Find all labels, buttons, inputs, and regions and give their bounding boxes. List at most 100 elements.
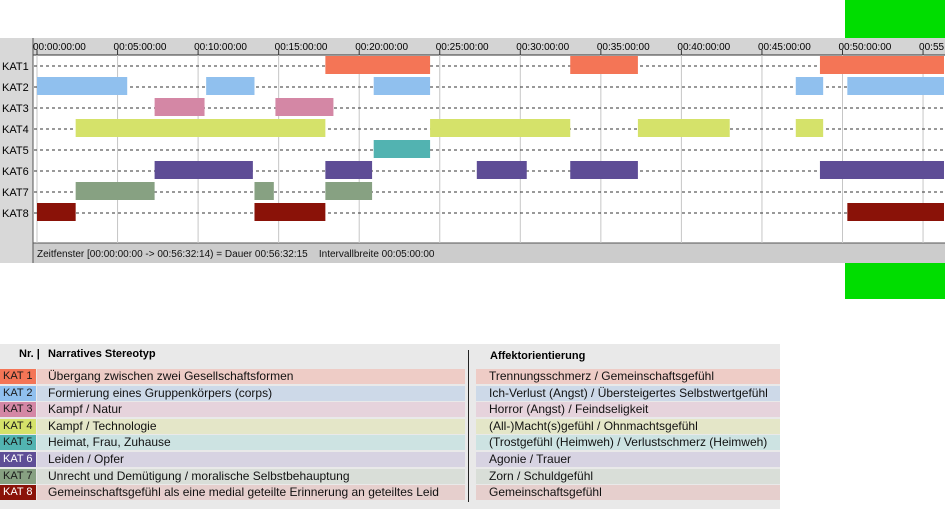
affect-text: Trennungsschmerz / Gemeinschaftsgefühl (489, 369, 714, 383)
time-tick-label: 00:05:00:00 (114, 42, 167, 53)
bar-kat6 (570, 161, 638, 179)
legend-row-tint (476, 418, 780, 434)
category-badge: KAT 2 (0, 385, 36, 401)
stereotype-text: Heimat, Frau, Zuhause (48, 435, 171, 450)
bar-kat2 (373, 77, 431, 95)
bar-kat3 (275, 98, 334, 116)
timeline-footer: Zeitfenster [00:00:00:00 -> 00:56:32:14)… (37, 249, 435, 260)
legend-row-tint (37, 452, 465, 467)
bar-kat6 (154, 161, 253, 179)
legend-row-tint (37, 418, 465, 434)
category-badge: KAT 8 (0, 485, 36, 501)
legend-row: KAT 8 Gemeinschaftsgefühl als eine medial… (0, 485, 780, 501)
green-marker-top (845, 0, 945, 38)
bar-kat2 (847, 77, 944, 95)
time-tick-label: 00:00:00:00 (33, 42, 86, 53)
legend-header-affect: Affektorientierung (490, 350, 586, 362)
category-badge: KAT 4 (0, 418, 36, 434)
affect-text: Gemeinschaftsgefühl (489, 485, 602, 500)
time-tick-label: 00:25:00:00 (436, 42, 489, 53)
bar-kat4 (637, 119, 730, 137)
category-badge: KAT 7 (0, 468, 36, 484)
legend-row-tint (37, 402, 465, 418)
bar-kat6 (819, 161, 944, 179)
legend-row-tint (37, 468, 465, 484)
category-badge: KAT 5 (0, 435, 36, 451)
legend-row-tint (476, 402, 780, 418)
ruler-band (33, 38, 945, 55)
legend-row-tint (476, 369, 780, 384)
bar-kat8 (847, 203, 944, 221)
affect-text: Zorn / Schuldgefühl (489, 468, 594, 483)
stereotype-text: Leiden / Opfer (48, 452, 125, 466)
time-tick-label: 00:10:00:00 (194, 42, 247, 53)
row-label: KAT4 (2, 124, 29, 136)
time-tick-label: 00:50:00:00 (839, 42, 892, 53)
legend-row-tint (476, 452, 780, 467)
legend-row-tint (37, 369, 465, 384)
time-ticks: 00:00:00:00 00:05:00:00 00:10:00:00 00:15:0… (33, 42, 945, 55)
bar-kat5 (373, 140, 431, 158)
plot-area (33, 55, 945, 243)
bar-kat8 (37, 203, 76, 221)
legend-row-tint (476, 468, 780, 484)
row-label: KAT1 (2, 61, 29, 73)
stereotype-text: Übergang zwischen zwei Gesellschaftsform… (48, 369, 294, 383)
bar-kat1 (819, 56, 944, 74)
bars (37, 56, 944, 221)
row-label: KAT2 (2, 82, 29, 94)
legend-row: KAT 7 Unrecht und Demütigung / moralische… (0, 468, 780, 485)
row-label: KAT3 (2, 103, 29, 115)
bar-kat8 (254, 203, 326, 221)
time-tick-label: 00:30:00:00 (516, 42, 569, 53)
bar-kat4 (430, 119, 571, 137)
stereotype-text: Kampf / Technologie (48, 418, 157, 433)
affect-text: Ich-Verlust (Angst) / Übersteigertes Sel… (489, 385, 768, 400)
stereotype-text: Unrecht und Demütigung / moralische Selb… (48, 468, 350, 483)
bar-kat2 (795, 77, 824, 95)
time-tick-label: 00:20:00:00 (355, 42, 408, 53)
bar-kat7 (75, 182, 155, 200)
legend-row-tint (476, 385, 780, 401)
legend-row: KAT 5 Heimat, Frau, Zuhause (Trostgefühl (… (0, 435, 780, 451)
stereotype-text: Gemeinschaftsgefühl als eine medial gete… (48, 485, 439, 500)
category-badge: KAT 6 (0, 452, 36, 467)
row-label: KAT7 (2, 187, 29, 199)
category-legend: Nr. | Narratives Stereotyp Affektorienti… (0, 344, 780, 509)
category-badge: KAT 3 (0, 402, 36, 418)
legend-row-tint (37, 435, 465, 451)
green-marker-bottom (845, 263, 945, 299)
legend-row: KAT 2 Formierung eines Gruppenkörpers (co… (0, 385, 780, 402)
affect-text: (Trostgefühl (Heimweh) / Verlustschmerz … (489, 435, 768, 450)
affect-text: Agonie / Trauer (489, 452, 572, 466)
legend-header-stereotype: Narratives Stereotyp (48, 348, 156, 360)
legend-row-tint (476, 435, 780, 451)
time-tick-label: 00:55 (919, 42, 944, 53)
time-tick-label: 00:45:00:00 (758, 42, 811, 53)
timeline-chart: 00:00:00:00 00:05:00:00 00:10:00:00 00:15:0… (0, 38, 945, 263)
bar-kat4 (795, 119, 824, 137)
bar-kat4 (75, 119, 326, 137)
footer-band (33, 243, 945, 263)
stereotype-text: Kampf / Natur (48, 402, 123, 417)
legend-header-nr: Nr. | (19, 348, 40, 360)
row-label: KAT8 (2, 208, 29, 220)
bar-kat7 (254, 182, 274, 200)
bar-kat6 (325, 161, 373, 179)
time-tick-label: 00:15:00:00 (275, 42, 328, 53)
bar-kat1 (325, 56, 431, 74)
bar-kat6 (476, 161, 527, 179)
bar-kat2 (37, 77, 128, 95)
row-label: KAT6 (2, 166, 29, 178)
legend-row: KAT 6 Leiden / Opfer Agonie / Trauer (0, 452, 780, 468)
time-tick-label: 00:40:00:00 (677, 42, 730, 53)
stereotype-text: Formierung eines Gruppenkörpers (corps) (48, 385, 273, 400)
row-label: KAT5 (2, 145, 29, 157)
legend-separator (468, 350, 469, 502)
bar-kat2 (206, 77, 255, 95)
bar-kat1 (570, 56, 638, 74)
